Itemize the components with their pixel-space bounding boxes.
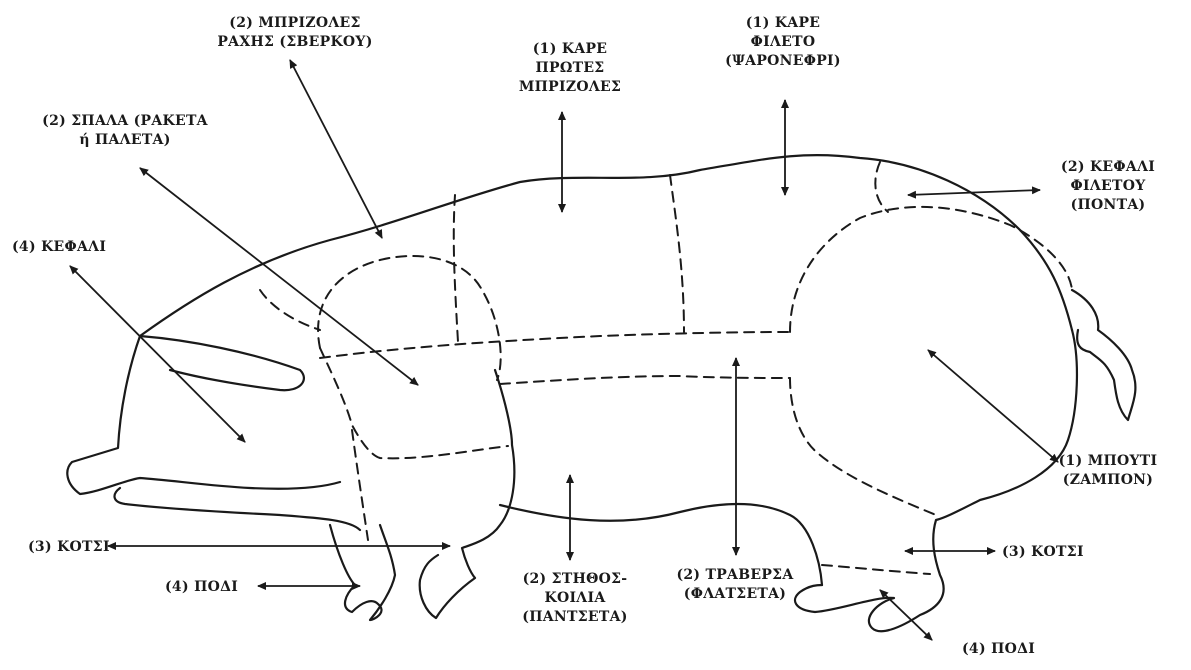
label-mprizoles-raxis: (2) ΜΠΡΙΖΟΛΕΣ ΡΑΧΗΣ (ΣΒΕΡΚΟΥ) — [195, 14, 395, 52]
label-line: (ΠΑΝΤΣΕΤΑ) — [500, 608, 650, 627]
pig-jaw-outline — [115, 488, 360, 530]
label-stithos: (2) ΣΤΗΘΟΣ- ΚΟΙΛΙΑ (ΠΑΝΤΣΕΤΑ) — [500, 570, 650, 627]
label-line: ΡΑΧΗΣ (ΣΒΕΡΚΟΥ) — [195, 33, 395, 52]
label-line: ΚΟΙΛΙΑ — [500, 589, 650, 608]
pig-head-outline — [67, 336, 340, 494]
label-line: (1) ΚΑΡΕ — [500, 40, 640, 59]
pig-hind-leg — [795, 330, 1077, 631]
cut-line-shoulder-lower — [320, 348, 508, 458]
label-line: ΦΙΛΕΤΟ — [713, 33, 853, 52]
cut-line-hind-shank — [822, 565, 930, 574]
label-kefali-filetou: (2) ΚΕΦΑΛΙ ΦΙΛΕΤΟΥ (ΠΟΝΤΑ) — [1043, 158, 1173, 215]
cut-line-loin-2 — [670, 175, 684, 332]
label-line: (4) ΠΟΔΙ — [962, 640, 1035, 659]
label-podi-back: (4) ΠΟΔΙ — [962, 640, 1035, 659]
label-line: (1) ΜΠΟΥΤΙ — [1048, 452, 1168, 471]
label-line: (ΖΑΜΠΟΝ) — [1048, 471, 1168, 490]
arrow-podi-back — [880, 590, 932, 640]
pig-ear-outline — [140, 336, 304, 390]
arrow-mpouti — [928, 350, 1058, 462]
label-line: (2) ΤΡΑΒΕΡΣΑ — [660, 566, 810, 585]
arrow-mprizoles-raxis — [290, 60, 382, 238]
label-line: ή ΠΑΛΕΤΑ) — [30, 131, 220, 150]
label-line: ΦΙΛΕΤΟΥ — [1043, 177, 1173, 196]
pig-tail — [1072, 290, 1135, 420]
label-kare-fileto: (1) ΚΑΡΕ ΦΙΛΕΤΟ (ΨΑΡΟΝΕΦΡΙ) — [713, 14, 853, 71]
label-line: (3) ΚΟΤΣΙ — [28, 538, 110, 557]
label-mpouti: (1) ΜΠΟΥΤΙ (ΖΑΜΠΟΝ) — [1048, 452, 1168, 490]
label-line: (1) ΚΑΡΕ — [713, 14, 853, 33]
cut-line-sirloin-tip — [875, 162, 888, 212]
label-line: ΜΠΡΙΖΟΛΕΣ — [500, 78, 640, 97]
cut-line-belly-upper — [500, 376, 790, 384]
label-line: (3) ΚΟΤΣΙ — [1002, 543, 1084, 562]
label-podi-front: (4) ΠΟΔΙ — [165, 578, 238, 597]
cut-line-ham-lower — [790, 378, 936, 515]
label-kare-protes: (1) ΚΑΡΕ ΠΡΩΤΕΣ ΜΠΡΙΖΟΛΕΣ — [500, 40, 640, 97]
cut-line-loin-1 — [454, 195, 458, 342]
cut-line-neck — [260, 290, 320, 330]
cut-line-ham — [790, 207, 1072, 332]
label-line: (4) ΚΕΦΑΛΙ — [12, 238, 106, 257]
label-line: (2) ΣΤΗΘΟΣ- — [500, 570, 650, 589]
label-traversa: (2) ΤΡΑΒΕΡΣΑ (ΦΛΑΤΣΕΤΑ) — [660, 566, 810, 604]
label-line: (2) ΜΠΡΙΖΟΛΕΣ — [195, 14, 395, 33]
label-line: (2) ΚΕΦΑΛΙ — [1043, 158, 1173, 177]
cut-line-shoulder — [318, 256, 501, 380]
cut-line-back-horizontal — [320, 332, 790, 358]
label-line: (ΦΛΑΤΣΕΤΑ) — [660, 585, 810, 604]
label-line: (ΠΟΝΤΑ) — [1043, 196, 1173, 215]
label-kotsi-back: (3) ΚΟΤΣΙ — [1002, 543, 1084, 562]
label-line: (4) ΠΟΔΙ — [165, 578, 238, 597]
pig-front-leg-left — [330, 525, 395, 620]
arrow-kefali — [70, 266, 245, 442]
label-kefali: (4) ΚΕΦΑΛΙ — [12, 238, 106, 257]
label-kotsi-front: (3) ΚΟΤΣΙ — [28, 538, 110, 557]
label-line: ΠΡΩΤΕΣ — [500, 59, 640, 78]
label-line: (2) ΣΠΑΛΑ (ΡΑΚΕΤΑ — [30, 112, 220, 131]
label-line: (ΨΑΡΟΝΕΦΡΙ) — [713, 52, 853, 71]
arrow-spala — [140, 168, 418, 385]
pig-back-outline — [140, 155, 1072, 336]
label-spala: (2) ΣΠΑΛΑ (ΡΑΚΕΤΑ ή ΠΑΛΕΤΑ) — [30, 112, 220, 150]
